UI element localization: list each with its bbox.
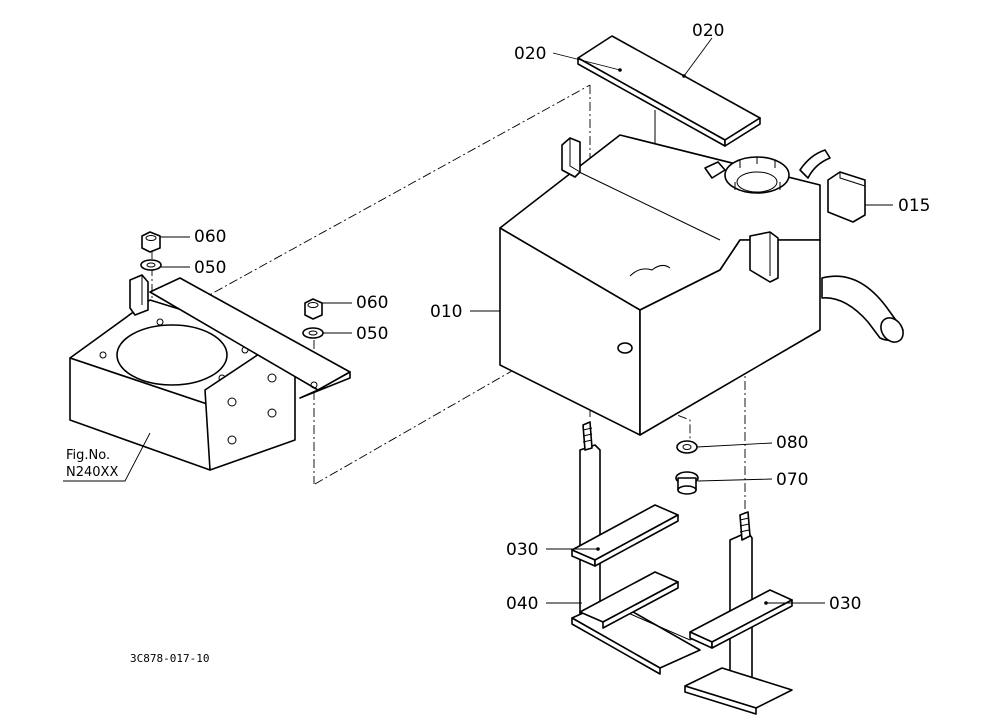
- fuel-tank-010: [499, 134, 904, 436]
- nut-060-left: [141, 231, 161, 253]
- callout-labels: 020 020 015 010 060 050 060 050 080 070 …: [194, 21, 930, 614]
- rubber-pad-030-left: [571, 504, 679, 629]
- callout-080: 080: [776, 433, 808, 453]
- callout-060-right: 060: [356, 293, 388, 313]
- figure-ref-line2: N240XX: [66, 465, 118, 480]
- callout-070: 070: [776, 470, 808, 490]
- callout-050-right: 050: [356, 324, 388, 344]
- tank-bracket: [69, 274, 351, 471]
- callout-015: 015: [898, 196, 930, 216]
- drawing-code: 3C878-017-10: [130, 652, 209, 665]
- callout-010: 010: [430, 302, 462, 322]
- washer-050-right: [302, 327, 324, 339]
- rubber-pad-020-top: [577, 35, 761, 188]
- callout-040: 040: [506, 594, 538, 614]
- drain-plug-070: [675, 471, 699, 495]
- cushion-015: [827, 171, 866, 223]
- washer-080: [676, 440, 698, 454]
- callout-050-left: 050: [194, 258, 226, 278]
- callout-030-left: 030: [506, 540, 538, 560]
- callout-020-right: 020: [692, 21, 724, 41]
- figure-ref-line1: Fig.No.: [66, 448, 110, 463]
- washer-050-left: [140, 259, 162, 271]
- figure-reference: Fig.No. N240XX: [66, 448, 118, 480]
- callout-060-left: 060: [194, 227, 226, 247]
- callout-030-right: 030: [829, 594, 861, 614]
- leader-lines: [63, 37, 893, 604]
- tank-support-040: [571, 421, 793, 715]
- nut-060-right: [304, 298, 323, 320]
- callout-020-left: 020: [514, 44, 546, 64]
